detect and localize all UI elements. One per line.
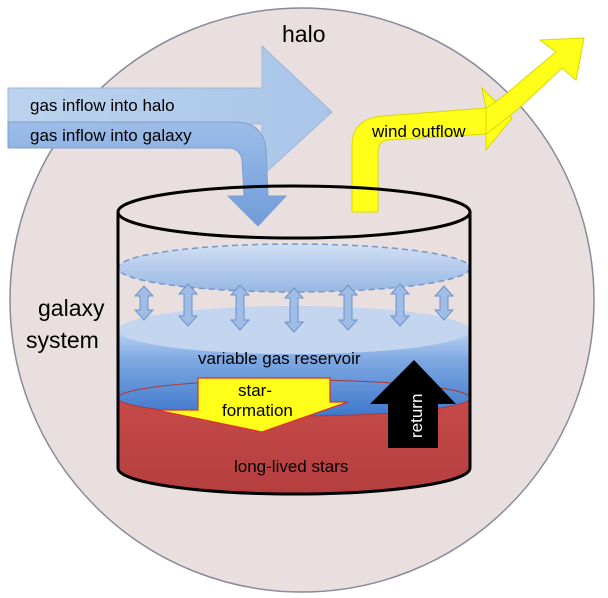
cylinder-bottom [116, 467, 472, 496]
max-gas-level [117, 243, 471, 293]
gas-reservoir-label: variable gas reservoir [198, 349, 361, 368]
wind-outflow-arrow [351, 86, 513, 213]
return-arrow [370, 360, 456, 448]
galaxy-system-label-2: system [26, 327, 99, 353]
double-arrow [133, 285, 155, 321]
stars-label: long-lived stars [234, 457, 348, 476]
gas-inflow-halo-label: gas inflow into halo [30, 96, 175, 115]
double-arrow [337, 284, 359, 331]
return-label: return [407, 394, 426, 438]
double-arrow [389, 283, 411, 327]
gas-inflow-galaxy-label: gas inflow into galaxy [30, 126, 192, 145]
double-arrow [433, 285, 455, 321]
star-formation-label-1: star- [238, 381, 272, 400]
gas-fluctuation-arrows [133, 283, 455, 333]
wind-outflow-label: wind outflow [371, 122, 466, 141]
wind-outflow-upper-arrow [485, 37, 585, 135]
galaxy-system-label-1: galaxy [38, 295, 105, 321]
halo-label: halo [282, 21, 325, 47]
gas-inflow-galaxy-arrow [7, 121, 288, 227]
double-arrow [177, 283, 199, 327]
star-formation-label-2: formation [222, 401, 293, 420]
double-arrow [229, 284, 251, 331]
double-arrow [283, 287, 305, 333]
stars-layer [118, 398, 470, 494]
star-formation-arrow [155, 377, 349, 433]
